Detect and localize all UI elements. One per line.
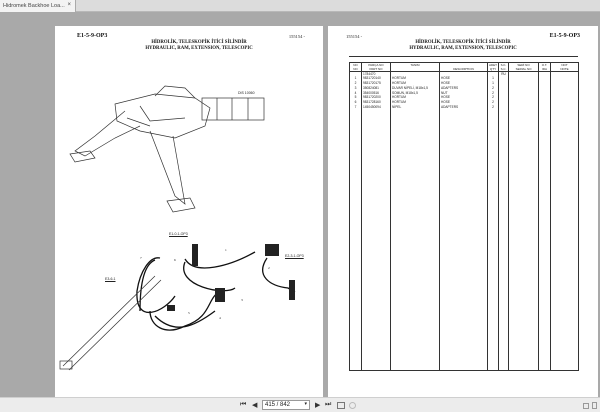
single-page-icon[interactable] xyxy=(583,403,589,409)
table-cell xyxy=(550,90,580,96)
title-en: HYDRAULIC, RAM, EXTENSION, TELESCOPIC xyxy=(145,46,253,51)
callout-dis: DIS 10060 xyxy=(238,91,255,95)
page-number-input[interactable]: 415 / 842▾ xyxy=(262,400,310,410)
table-cell xyxy=(498,109,510,372)
callout-1: 1 xyxy=(225,248,227,252)
tab-bar: Hidromek Backhoe Loa...× xyxy=(0,0,600,12)
callout-e3: E3-6-1 xyxy=(105,277,116,281)
table-cell xyxy=(550,81,580,86)
callout-e2: E2-3-1-OP3 xyxy=(285,254,304,258)
copy-icon[interactable] xyxy=(337,402,345,409)
connectors xyxy=(167,244,295,311)
header-description: DESCRIPTION xyxy=(439,62,488,72)
title-divider xyxy=(349,56,578,57)
page-code: E1-5-9-OP3 xyxy=(77,33,108,39)
bookmark-icon[interactable] xyxy=(592,402,597,409)
table-cell: 1 xyxy=(486,81,500,86)
callout-7: 7 xyxy=(140,256,142,260)
callout-2: 2 xyxy=(268,266,270,270)
table-cell: 2 xyxy=(486,90,500,96)
last-page-button[interactable]: ⏭ xyxy=(325,401,332,408)
cylinder-drawing xyxy=(59,275,162,371)
title-tr: HİDROLİK, TELESKOPİK İTİCİ SİLİNDİR xyxy=(151,40,247,45)
table-cell xyxy=(508,109,540,372)
table-cell: 2 xyxy=(486,85,500,91)
table-cell xyxy=(361,109,391,372)
header-tanim: TANIM xyxy=(390,62,440,72)
table-cell xyxy=(550,95,580,101)
callout-5: 5 xyxy=(188,311,190,315)
page-ref: 155154 - xyxy=(288,34,305,39)
table-cell: 2 xyxy=(486,100,500,106)
viewer-toolbar: ⏮ ◀ 415 / 842▾ ▶ ⏭ xyxy=(0,397,600,412)
prev-page-button[interactable]: ◀ xyxy=(252,402,258,409)
hose-drawing xyxy=(136,251,296,331)
left-page: E1-5-9-OP3 155154 - HİDROLİK, TELESKOPİK… xyxy=(55,26,323,397)
table-cell xyxy=(439,109,488,372)
parts-diagram xyxy=(59,85,296,371)
table-cell xyxy=(349,109,362,372)
table-cell xyxy=(550,105,580,110)
chevron-down-icon[interactable]: ▾ xyxy=(304,401,307,407)
title-en: HYDRAULIC, RAM, EXTENSION, TELESCOPIC xyxy=(409,46,517,51)
table-cell xyxy=(538,109,552,372)
callout-6: 6 xyxy=(174,258,176,262)
decal-box xyxy=(201,97,265,121)
table-cell: 1 xyxy=(486,76,500,82)
header-sc: S.K.S.C. xyxy=(498,62,510,72)
callout-3: 3 xyxy=(241,298,243,302)
table-cell: 2 xyxy=(486,105,500,110)
document-tab[interactable]: Hidromek Backhoe Loa...× xyxy=(0,0,76,12)
table-cell xyxy=(486,71,500,77)
page-ref: 155154 - xyxy=(346,34,363,39)
machine-frame-drawing xyxy=(69,85,211,213)
rotate-icon[interactable] xyxy=(349,402,356,409)
document-viewer[interactable]: E1-5-9-OP3 155154 - HİDROLİK, TELESKOPİK… xyxy=(0,12,600,397)
title-tr: HİDROLİK, TELESKOPİK İTİCİ SİLİNDİR xyxy=(415,40,511,45)
table-cell xyxy=(550,76,580,82)
first-page-button[interactable]: ⏮ xyxy=(240,401,247,408)
table-cell xyxy=(550,109,580,372)
close-tab-icon[interactable]: × xyxy=(67,2,71,8)
tab-title: Hidromek Backhoe Loa... xyxy=(3,3,65,9)
table-cell xyxy=(550,85,580,91)
table-cell xyxy=(390,109,440,372)
table-cell xyxy=(550,71,580,77)
header-ida: O.T.IDA xyxy=(538,62,552,72)
table-cell xyxy=(486,109,500,372)
page-code: E1-5-9-OP3 xyxy=(549,33,580,39)
next-page-button[interactable]: ▶ xyxy=(315,402,321,409)
callout-4: 4 xyxy=(219,316,221,320)
table-row xyxy=(349,109,580,372)
table-cell: 2 xyxy=(486,95,500,101)
callout-e1: E1-0-1-OP3 xyxy=(169,232,188,236)
right-page: 155154 - E1-5-9-OP3 HİDROLİK, TELESKOPİK… xyxy=(328,26,598,397)
table-cell xyxy=(550,100,580,106)
